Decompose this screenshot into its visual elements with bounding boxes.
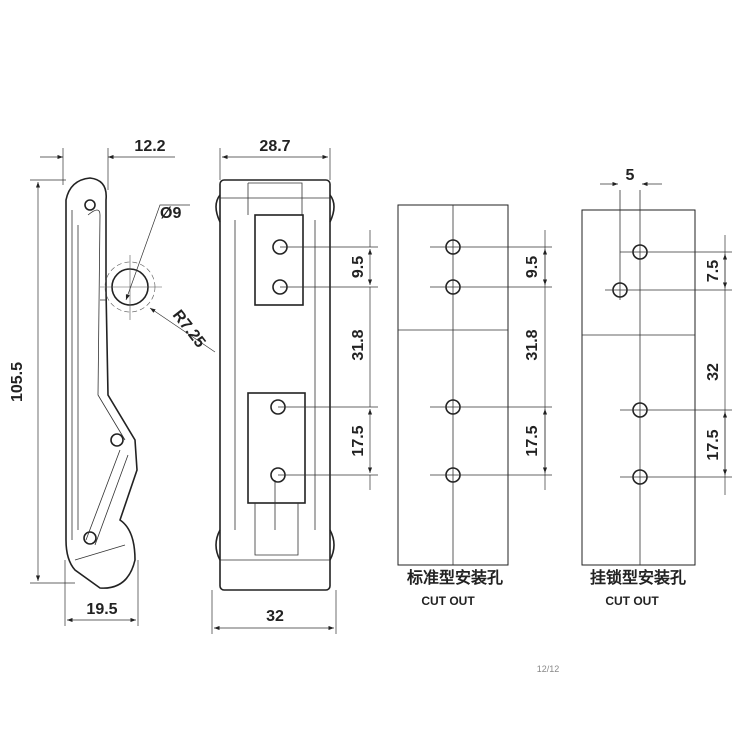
latch-front-body	[219, 179, 331, 591]
side-view: 105.5 12.2 19.5 Ø9 R7.25	[9, 138, 216, 626]
cutout-lock-subtitle: CUT OUT	[605, 594, 659, 608]
radius-dim-label: R7.25	[169, 307, 209, 351]
cutout-std-dim-a-label: 9.5	[524, 256, 541, 278]
cutout-lock-dim-c-label: 17.5	[705, 429, 722, 460]
page-indicator: 12/12	[537, 664, 560, 674]
top-plate	[254, 214, 304, 306]
cutout-std-dim-c-label: 17.5	[524, 425, 541, 456]
front-view: 9.5 31.8 17.5 28.7 32	[211, 138, 378, 634]
cutout-lock-dim-b-label: 32	[705, 363, 722, 381]
bottom-width-dim-label: 19.5	[86, 601, 117, 618]
front-dim-b-label: 31.8	[350, 329, 367, 360]
cutout-standard: 9.5 31.8 17.5 标准型安装孔 CUT OUT	[397, 204, 552, 608]
front-dim-c-label: 17.5	[350, 425, 367, 456]
front-bottom-dim-label: 32	[266, 608, 284, 625]
diameter-dim-label: Ø9	[160, 205, 181, 222]
cutout-lock-dim-a-label: 7.5	[705, 260, 722, 282]
cutout-lock-title: 挂锁型安装孔	[590, 568, 686, 587]
cutout-std-subtitle: CUT OUT	[421, 594, 475, 608]
pivot-bottom	[83, 531, 97, 545]
pivot-top	[84, 199, 96, 211]
latch-side-body	[65, 177, 138, 589]
cutout-padlock: 5 7.5 32 17.5 挂锁型安装孔 CUT OUT	[581, 167, 732, 608]
cutout-std-dim-b-label: 31.8	[524, 329, 541, 360]
cutout-std-title: 标准型安装孔	[406, 568, 503, 587]
height-dim-label: 105.5	[9, 362, 26, 402]
front-top-dim-label: 28.7	[259, 138, 290, 155]
cutout-panel	[581, 209, 696, 566]
bottom-plate	[247, 392, 306, 504]
top-width-dim-label: 12.2	[134, 138, 165, 155]
front-dim-a-label: 9.5	[350, 256, 367, 278]
cutout-lock-dim-top-label: 5	[626, 167, 635, 184]
